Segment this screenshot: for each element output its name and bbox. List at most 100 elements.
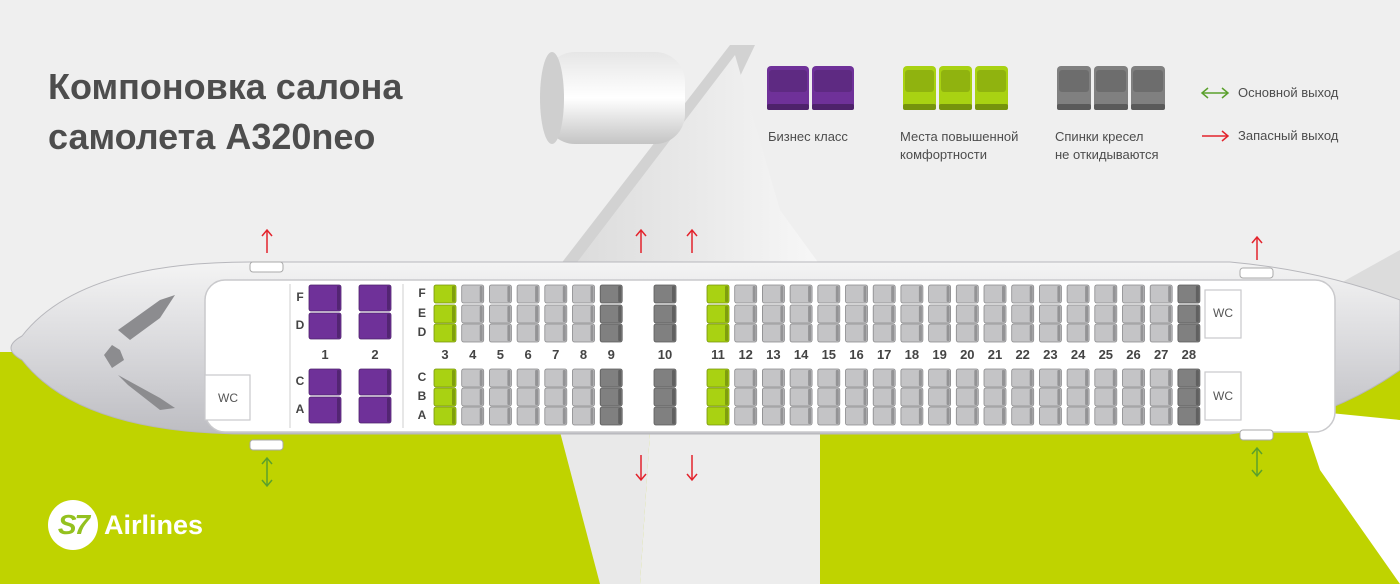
seat-22D [1011,323,1035,343]
seat-24E [1066,304,1090,324]
seat-25A [1094,406,1118,426]
seat-1D [308,312,342,340]
seat-12E [734,304,758,324]
legend-main-exit-label: Основной выход [1238,85,1339,100]
wc-front-label: WC [218,391,238,405]
row-number-12: 12 [738,347,753,362]
exit-arrow-overwing-top-2 [686,228,698,253]
seat-26E [1122,304,1145,324]
seat-25C [1094,368,1118,388]
seat-25B [1094,387,1118,407]
seat-11C [706,368,730,388]
seat-18A [900,406,924,426]
seat-5C [488,368,512,388]
exit-arrows-layer [261,228,1263,488]
seat-6A [516,406,540,426]
seat-letter-business-D: D [295,318,305,332]
seat-2A [358,396,392,424]
seat-10E [653,304,677,324]
seat-9A [599,406,623,426]
row-number-10: 10 [657,347,673,362]
seat-24B [1066,387,1090,407]
seat-21B [983,387,1007,407]
seat-19C [928,368,951,388]
row-number-4: 4 [469,347,477,362]
seat-12B [734,387,758,407]
seat-letter-economy-B: B [417,389,427,403]
seat-13C [762,368,785,388]
row-number-23: 23 [1043,347,1058,362]
row-number-1: 1 [321,347,329,362]
legend-comfort-swatch [903,66,1008,110]
door-front-bottom [249,439,284,451]
cockpit-window-bottom [118,375,175,410]
seat-28D [1177,323,1201,343]
seat-7B [544,387,568,407]
wc-front-box [204,374,251,421]
seat-17A [872,406,896,426]
seat-17D [872,323,896,343]
seat-20A [955,406,979,426]
seat-18D [900,323,924,343]
seat-16B [845,387,868,407]
seat-14E [789,304,813,324]
seat-7F [544,284,568,304]
row-number-17: 17 [876,347,892,362]
page-title: Компоновка салона самолета A320neo [48,62,402,162]
wc-rear-bottom-box [1204,371,1242,421]
seat-7C [544,368,568,388]
lower-wing-face [640,432,820,584]
seat-27E [1149,304,1173,324]
seat-16C [845,368,868,388]
seat-16D [845,323,868,343]
seat-4A [461,406,485,426]
exit-arrow-front-top [261,228,273,253]
legend-main-exit-icon [1200,87,1230,99]
seat-11A [706,406,730,426]
seat-25F [1094,284,1118,304]
row-number-16: 16 [849,347,864,362]
seat-20F [955,284,979,304]
seat-letter-economy-F: F [418,286,426,300]
seat-11E [706,304,730,324]
seat-13D [762,323,785,343]
seat-3E [433,304,457,324]
seat-24A [1066,406,1090,426]
seat-15C [817,368,841,388]
row-number-14: 14 [793,347,809,362]
seat-6B [516,387,540,407]
seat-28B [1177,387,1201,407]
seat-20C [955,368,979,388]
seat-27B [1149,387,1173,407]
title-line-1: Компоновка салона [48,66,403,107]
seat-13A [762,406,785,426]
seat-6F [516,284,540,304]
seat-letter-business-C: C [295,374,305,388]
seat-5D [488,323,512,343]
seat-20B [955,387,979,407]
seat-3A [433,406,457,426]
legend-swatches-layer [767,66,1230,142]
exit-arrow-overwing-top-1 [635,228,647,253]
seat-23D [1039,323,1062,343]
exit-arrow-front-bottom [261,456,273,488]
row-number-18: 18 [904,347,920,362]
s7-logo: S7 [48,500,98,550]
seat-3C [433,368,457,388]
seat-9F [599,284,623,304]
legend-business-label: Бизнес класс [768,129,848,144]
seat-4D [461,323,485,343]
seat-9D [599,323,623,343]
seat-28E [1177,304,1201,324]
exit-arrow-overwing-bottom-2 [686,455,698,482]
row-number-24: 24 [1070,347,1086,362]
seat-4F [461,284,485,304]
legend-fixed-label: Спинки кресел не откидываются [1055,129,1159,162]
seat-19B [928,387,951,407]
seat-10C [653,368,677,388]
seat-23F [1039,284,1062,304]
seat-4E [461,304,485,324]
wc-rear-top-label: WC [1213,306,1233,320]
seat-10F [653,284,677,304]
seat-4B [461,387,485,407]
